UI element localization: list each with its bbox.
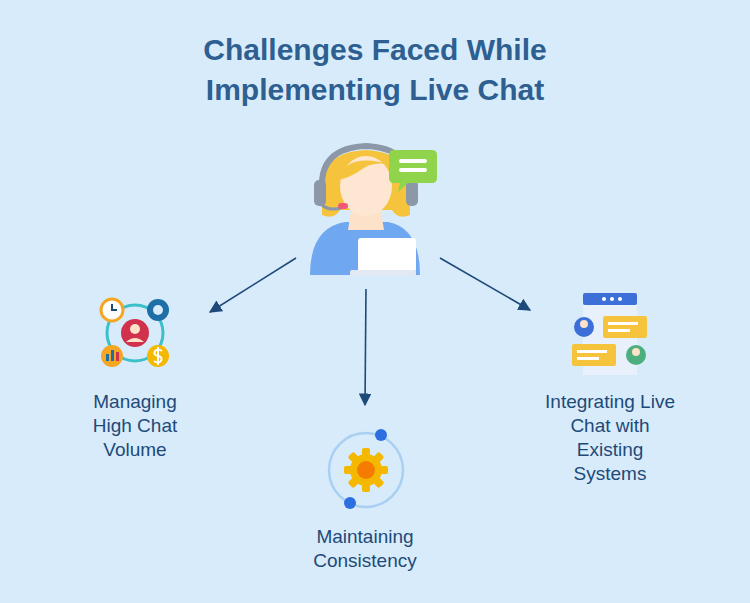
arrow-connector xyxy=(364,289,367,405)
integration-icon xyxy=(572,293,647,375)
challenge-label: Maintaining Consistency xyxy=(300,525,430,573)
title: Challenges Faced While Implementing Live… xyxy=(165,30,585,110)
agent-illustration xyxy=(310,146,437,276)
challenge-item: Integrating Live Chat with Existing Syst… xyxy=(530,290,690,490)
challenge-item: Maintaining Consistency xyxy=(290,405,440,580)
consistency-icon xyxy=(329,429,403,509)
agent-node xyxy=(296,140,440,278)
challenge-label: Integrating Live Chat with Existing Syst… xyxy=(542,390,678,486)
challenge-label: Managing High Chat Volume xyxy=(79,390,191,462)
arrow-connector xyxy=(440,258,530,310)
arrow-connector xyxy=(210,258,296,312)
volume-icon xyxy=(101,299,169,367)
challenge-item: Managing High Chat Volume xyxy=(60,295,210,465)
